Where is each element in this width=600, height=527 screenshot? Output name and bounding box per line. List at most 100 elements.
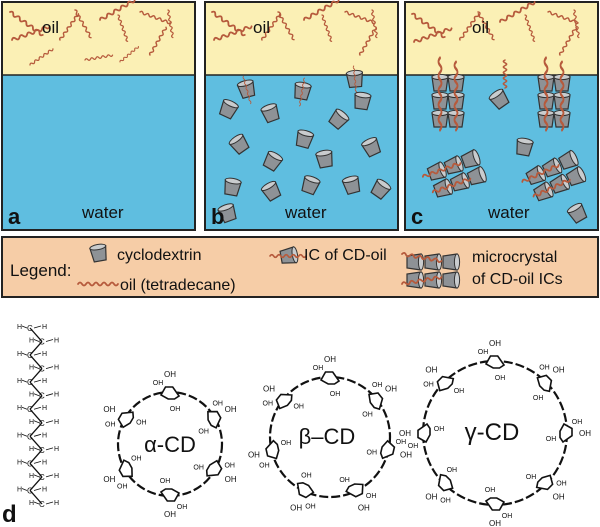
glucose-unit xyxy=(368,392,384,411)
hydrogen-atom: H xyxy=(42,324,47,331)
hydroxyl-outer: OH xyxy=(400,450,412,459)
hydroxyl-inner: OH xyxy=(485,487,496,494)
hydrogen-atom: H xyxy=(29,446,34,453)
hydroxyl-outer: OH xyxy=(263,384,275,393)
glucose-unit xyxy=(559,422,573,444)
hydroxyl-inner: OH xyxy=(330,391,341,398)
hydroxyl-inner: OH xyxy=(131,456,142,463)
hydrogen-atom: H xyxy=(54,473,59,480)
gamma-cd-label: γ-CD xyxy=(465,419,520,446)
hydroxyl-inner: OH xyxy=(198,428,209,435)
hydroxyl-outer: OH xyxy=(489,339,501,348)
hydroxyl-inner: OH xyxy=(339,477,350,484)
hydrogen-atom: H xyxy=(17,378,22,385)
hydroxyl-outer: OH xyxy=(440,497,451,504)
glucose-unit xyxy=(436,375,455,392)
carbon-atom: C xyxy=(39,500,45,509)
hydroxyl-inner: OH xyxy=(495,375,506,382)
hydroxyl-outer: OH xyxy=(553,365,565,374)
hydrogen-atom: H xyxy=(42,432,47,439)
legend-microcrystal-line2: of CD-oil ICs xyxy=(472,271,563,288)
hydroxyl-outer: OH xyxy=(153,380,164,387)
water-layer xyxy=(2,75,195,230)
hydrogen-atom: H xyxy=(42,378,47,385)
glucose-unit xyxy=(345,483,364,498)
hydrogen-atom: H xyxy=(54,338,59,345)
cc-bond xyxy=(29,476,43,491)
panel-letter: c xyxy=(411,204,423,229)
glucose-unit xyxy=(437,473,454,492)
hydrogen-atom: H xyxy=(54,500,59,507)
legend-ic: IC of CD-oil xyxy=(304,247,387,264)
beta-cd-ring: OHOHOHOHOHOHOHOHOHOHOHOHOHOHOHOHOHOHOHOH… xyxy=(248,355,412,512)
legend-cyclodextrin: cyclodextrin xyxy=(117,247,201,264)
panel-letter: a xyxy=(8,204,21,229)
glucose-unit xyxy=(417,422,431,444)
hydroxyl-outer: OH xyxy=(556,480,567,487)
water-label: water xyxy=(284,203,327,222)
hydrogen-atom: H xyxy=(42,486,47,493)
hydroxyl-inner: OH xyxy=(170,406,181,413)
hydroxyl-outer: OH xyxy=(539,365,550,372)
panel-letter: b xyxy=(211,204,224,229)
beta-cd-label: β–CD xyxy=(299,424,356,449)
glucose-unit xyxy=(207,410,222,429)
hydroxyl-outer: OH xyxy=(489,519,501,527)
hydrogen-atom: H xyxy=(42,459,47,466)
cc-bond xyxy=(29,490,43,505)
legend-title: Legend: xyxy=(10,261,71,280)
hydrogen-atom: H xyxy=(17,351,22,358)
hydroxyl-inner: OH xyxy=(367,450,378,457)
hydroxyl-outer: OH xyxy=(425,365,437,374)
glucose-unit xyxy=(536,374,553,393)
cc-bond xyxy=(29,368,43,383)
hydroxyl-outer: OH xyxy=(224,463,235,470)
alpha-cd-label: α-CD xyxy=(144,432,196,457)
hydroxyl-inner: OH xyxy=(546,436,557,443)
hydroxyl-outer: OH xyxy=(248,450,260,459)
hydrogen-atom: H xyxy=(42,405,47,412)
hydroxyl-outer: OH xyxy=(103,475,115,484)
hydroxyl-outer: OH xyxy=(423,382,434,389)
legend-oil: oil (tetradecane) xyxy=(120,277,236,294)
oil-label: oil xyxy=(42,18,59,37)
hydroxyl-outer: OH xyxy=(502,513,513,520)
hydroxyl-inner: OH xyxy=(526,474,537,481)
hydroxyl-outer: OH xyxy=(259,462,270,469)
cc-bond xyxy=(29,462,43,478)
glucose-unit xyxy=(117,411,135,429)
glucose-unit xyxy=(319,371,341,385)
hydroxyl-outer: OH xyxy=(263,401,274,408)
glucose-unit xyxy=(484,497,506,511)
legend-microcrystal-line1: microcrystal xyxy=(472,249,557,266)
hydroxyl-inner: OH xyxy=(193,464,204,471)
water-label: water xyxy=(487,203,530,222)
cc-bond xyxy=(29,354,43,370)
hydroxyl-inner: OH xyxy=(454,388,465,395)
hydroxyl-outer: OH xyxy=(425,493,437,502)
panel-a: oil water a xyxy=(1,0,196,231)
hydroxyl-inner: OH xyxy=(447,467,458,474)
hydroxyl-outer: OH xyxy=(396,439,407,446)
hydroxyl-inner: OH xyxy=(160,478,171,485)
hydroxyl-outer: OH xyxy=(572,419,583,426)
cc-bond xyxy=(29,408,43,424)
glucose-unit xyxy=(535,474,554,491)
glucose-unit xyxy=(159,386,181,400)
hydroxyl-outer: OH xyxy=(324,355,336,364)
hydrogen-atom: H xyxy=(29,338,34,345)
hydrogen-atom: H xyxy=(42,351,47,358)
hydroxyl-inner: OH xyxy=(362,411,373,418)
oil-layer xyxy=(405,2,598,75)
cc-bond xyxy=(29,395,43,410)
hydrogen-atom: H xyxy=(29,419,34,426)
panel-c: oil water c xyxy=(404,0,599,231)
hydroxyl-outer: OH xyxy=(290,503,302,512)
oil-layer xyxy=(2,2,195,75)
panel-letter-d: d xyxy=(2,501,17,527)
cc-bond xyxy=(29,449,43,464)
hydroxyl-outer: OH xyxy=(103,405,115,414)
